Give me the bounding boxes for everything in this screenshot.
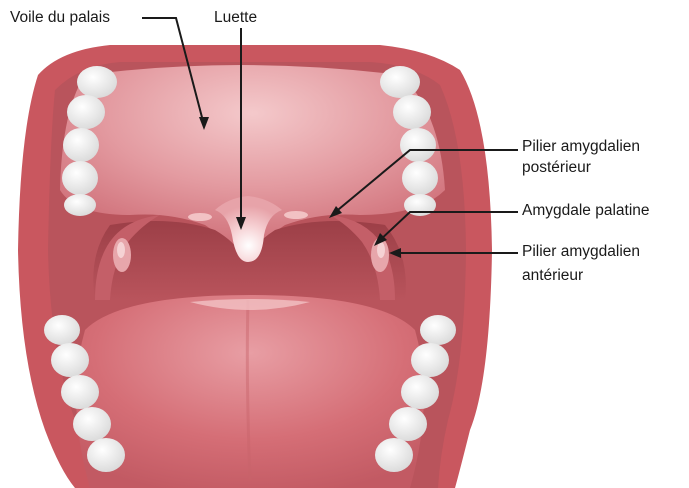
label-luette: Luette — [214, 8, 257, 28]
palate-fold-right — [284, 211, 308, 219]
label-pilier-posterieur-line1: Pilier amygdalien — [522, 137, 640, 157]
label-pilier-anterieur-line1: Pilier amygdalien — [522, 242, 640, 262]
label-pilier-anterieur-line2: antérieur — [522, 266, 583, 286]
palate-fold-left — [188, 213, 212, 221]
tonsil-left-highlight — [117, 242, 125, 258]
tonsil-right-highlight — [377, 242, 385, 258]
label-voile-du-palais: Voile du palais — [10, 8, 110, 28]
label-pilier-posterieur-line2: postérieur — [522, 158, 591, 178]
label-amygdale-palatine: Amygdale palatine — [522, 201, 650, 221]
